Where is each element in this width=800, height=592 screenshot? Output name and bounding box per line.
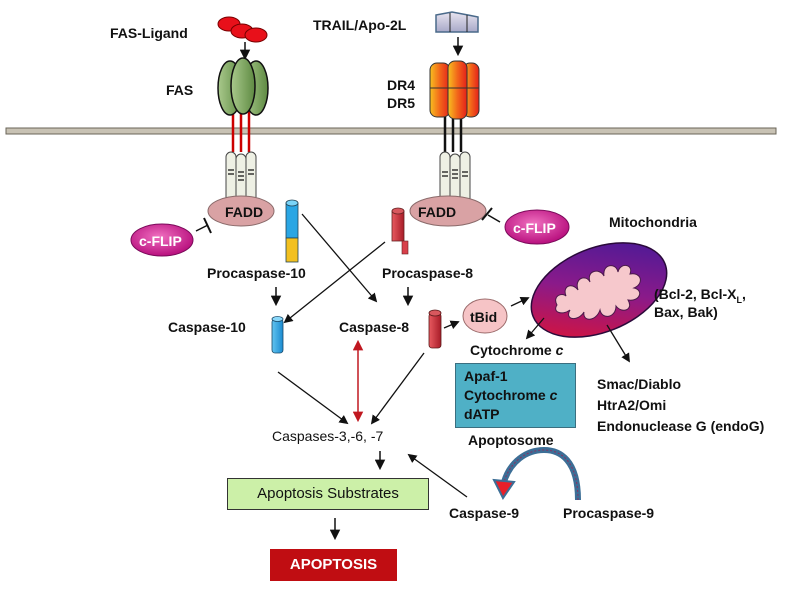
- mitochondria-label: Mitochondria: [609, 214, 697, 230]
- bcl-family-label: (Bcl-2, Bcl-XL,: [654, 286, 746, 308]
- cytochrome-c-label: Cytochrome c: [470, 342, 563, 358]
- apoptosome-box: Apaf-1 Cytochrome c dATP: [455, 363, 576, 428]
- fadd-left-label: FADD: [225, 204, 264, 220]
- apoptosome-item-apaf1: Apaf-1: [464, 368, 508, 384]
- c-flip-right-shape: [504, 209, 570, 245]
- tbid-shape: [462, 298, 508, 334]
- caspase-9-label: Caspase-9: [449, 505, 520, 521]
- arrow-caspase8-to-caspases367: [370, 352, 425, 425]
- procaspase-8-label: Procaspase-8: [382, 265, 474, 281]
- arrow-fadd-right-to-caspase10: [283, 241, 386, 324]
- dr4-label: DR4: [387, 77, 416, 93]
- procaspase-9-label: Procaspase-9: [563, 505, 655, 521]
- cytochrome-text: Cytochrome: [470, 342, 556, 358]
- mitochondria-icon: [530, 242, 668, 338]
- fas-receptor-icon: [217, 57, 269, 152]
- fas-label: FAS: [166, 82, 194, 98]
- apoptosome-cyt-text: Cytochrome: [464, 387, 550, 403]
- fadd-right-shape: [409, 195, 487, 227]
- apoptosome-item-datp: dATP: [464, 406, 500, 422]
- arrow-fadd-left-to-caspase8: [301, 213, 378, 303]
- bcl-subscript: L: [736, 294, 742, 305]
- dr5-label: DR5: [387, 95, 416, 111]
- bax-bak-label: Bax, Bak): [654, 304, 718, 320]
- apoptosis-box: APOPTOSIS: [270, 549, 397, 581]
- cytochrome-c-italic: c: [555, 342, 564, 358]
- procaspase-8-icon: [391, 207, 409, 255]
- procaspase9-activation-arrow-icon: [492, 446, 581, 501]
- c-flip-left-label: c-FLIP: [139, 233, 182, 249]
- apoptosome-label: Apoptosome: [468, 432, 554, 448]
- arrow-caspase10-to-caspases367: [277, 371, 349, 425]
- fadd-right-label: FADD: [418, 204, 457, 220]
- arrow-caspase8-to-tbid: [443, 320, 460, 330]
- procaspase-10-icon: [285, 199, 299, 263]
- caspase-10-label: Caspase-10: [168, 319, 246, 335]
- apoptosis-substrates-box: Apoptosis Substrates: [227, 478, 429, 510]
- fas-ligand-label: FAS-Ligand: [110, 25, 188, 41]
- arrow-mito-to-cytochrome: [525, 317, 545, 340]
- apoptosome-item-cytochrome: Cytochrome c: [464, 386, 575, 405]
- fadd-left-shape: [207, 195, 275, 227]
- tbid-label: tBid: [470, 309, 498, 325]
- fas-ligand-icon: [217, 16, 268, 43]
- smac-diablo-label: Smac/Diablo: [597, 376, 682, 392]
- bcl-comma: ,: [741, 286, 746, 302]
- endonuclease-g-label: Endonuclease G (endoG): [597, 418, 765, 434]
- inhibition-right-icon: [481, 207, 501, 223]
- procaspase-10-label: Procaspase-10: [207, 265, 306, 281]
- c-flip-left-shape: [130, 223, 194, 257]
- bcl-text: (Bcl-2, Bcl-X: [654, 286, 737, 302]
- caspase-8-icon: [428, 309, 442, 349]
- inhibition-left-icon: [195, 217, 212, 234]
- death-domain-right-icon: [439, 151, 471, 207]
- cell-membrane: [5, 127, 777, 135]
- c-flip-right-label: c-FLIP: [513, 220, 556, 236]
- arrow-mito-to-smac: [606, 324, 630, 363]
- arrow-tbid-to-mitochondria: [510, 296, 530, 307]
- trail-ligand-icon: [435, 11, 479, 33]
- trail-label: TRAIL/Apo-2L: [313, 17, 407, 33]
- caspases-367-label: Caspases-3,-6, -7: [272, 428, 384, 444]
- caspase-10-icon: [271, 316, 284, 354]
- arrow-caspase9-to-caspases367: [407, 453, 468, 498]
- htra2-omi-label: HtrA2/Omi: [597, 397, 667, 413]
- dr4-dr5-receptor-icon: [429, 60, 480, 152]
- apoptosome-cyt-italic: c: [549, 387, 558, 403]
- death-domain-left-icon: [225, 151, 257, 207]
- caspase-8-label: Caspase-8: [339, 319, 410, 335]
